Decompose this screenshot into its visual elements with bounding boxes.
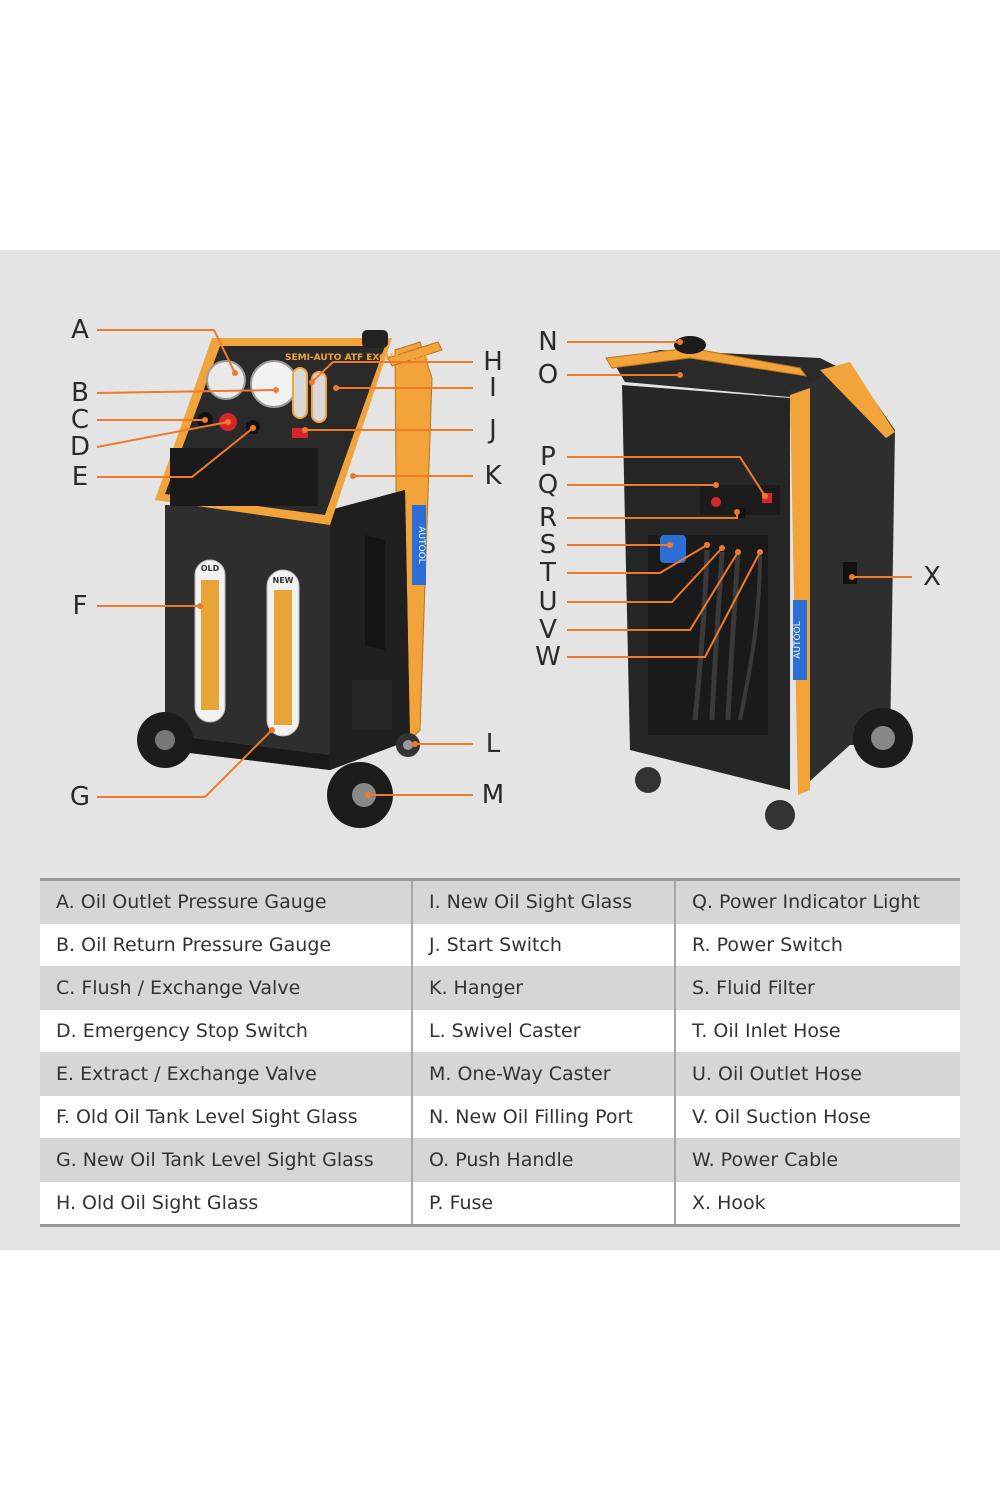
diagram-panel: AUTOOL SEMI-AUTO ATF EXCHANGER OLD (0, 250, 1000, 1250)
legend-cell: P. Fuse (411, 1181, 675, 1226)
console-title: SEMI-AUTO ATF EXCHANGER (285, 353, 428, 363)
outlet-pressure-gauge (206, 360, 246, 400)
new-tank-label: NEW (273, 576, 294, 585)
legend-cell: J. Start Switch (411, 923, 675, 967)
callout-v: V (539, 615, 557, 645)
legend-cell: U. Oil Outlet Hose (674, 1052, 960, 1096)
legend-row: A. Oil Outlet Pressure Gauge I. New Oil … (40, 879, 960, 924)
leader-dots (197, 339, 855, 798)
legend-cell: H. Old Oil Sight Glass (40, 1181, 412, 1226)
callout-d: D (70, 432, 90, 462)
old-tank-label: OLD (201, 564, 220, 573)
callout-letters: A B C D E F G H I J K L M N O P Q R S T … (70, 315, 941, 812)
legend-cell: N. New Oil Filling Port (411, 1095, 675, 1139)
legend-cell: X. Hook (674, 1181, 960, 1226)
callout-e: E (72, 462, 88, 492)
power-switch (735, 508, 745, 518)
legend-row: B. Oil Return Pressure Gauge J. Start Sw… (40, 923, 960, 967)
legend-row: C. Flush / Exchange Valve K. Hanger S. F… (40, 966, 960, 1010)
legend-row: H. Old Oil Sight Glass P. Fuse X. Hook (40, 1181, 960, 1226)
legend-cell: G. New Oil Tank Level Sight Glass (40, 1138, 412, 1182)
legend-cell: B. Oil Return Pressure Gauge (40, 923, 412, 967)
front-view-machine: AUTOOL SEMI-AUTO ATF EXCHANGER OLD (137, 330, 443, 828)
brand-strip (412, 505, 426, 585)
legend-cell: M. One-Way Caster (411, 1052, 675, 1096)
callout-u: U (538, 587, 557, 617)
power-cable (738, 554, 762, 721)
machine-diagram: AUTOOL SEMI-AUTO ATF EXCHANGER OLD (70, 315, 941, 830)
callout-x: X (923, 562, 941, 592)
legend-cell: R. Power Switch (674, 923, 960, 967)
brand-text: AUTOOL (416, 526, 426, 563)
leader-lines (96, 329, 912, 798)
legend-row: G. New Oil Tank Level Sight Glass O. Pus… (40, 1138, 960, 1182)
callout-w: W (535, 642, 561, 672)
legend-cell: V. Oil Suction Hose (674, 1095, 960, 1139)
callout-o: O (538, 360, 558, 390)
legend-cell: L. Swivel Caster (411, 1009, 675, 1053)
legend-cell: T. Oil Inlet Hose (674, 1009, 960, 1053)
old-oil-sight-glass (292, 367, 308, 419)
callout-n: N (538, 327, 557, 357)
callout-t: T (539, 558, 556, 588)
filling-port (674, 336, 706, 354)
callout-s: S (540, 530, 557, 560)
callout-a: A (71, 315, 89, 345)
legend-cell: S. Fluid Filter (674, 966, 960, 1010)
legend-row: D. Emergency Stop Switch L. Swivel Caste… (40, 1009, 960, 1053)
callout-c: C (71, 405, 89, 435)
new-oil-sight-glass (311, 371, 327, 423)
fluid-filter (660, 535, 686, 563)
instruction-label (170, 448, 318, 506)
legend-table: A. Oil Outlet Pressure Gauge I. New Oil … (40, 878, 960, 1227)
callout-r: R (539, 503, 557, 533)
callout-l: L (486, 729, 501, 759)
callout-b: B (71, 378, 89, 408)
rear-caster-left (635, 767, 661, 793)
legend-row: F. Old Oil Tank Level Sight Glass N. New… (40, 1095, 960, 1139)
callout-g: G (70, 782, 90, 812)
legend-cell: C. Flush / Exchange Valve (40, 966, 412, 1010)
callout-k: K (484, 461, 502, 491)
return-pressure-gauge (250, 360, 298, 408)
rear-view-machine: AUTOOL (605, 336, 913, 830)
hook (843, 562, 857, 584)
callout-q: Q (538, 470, 558, 500)
callout-j: J (487, 415, 497, 445)
legend-cell: E. Extract / Exchange Valve (40, 1052, 412, 1096)
callout-i: I (489, 373, 497, 403)
callout-m: M (482, 780, 504, 810)
legend-cell: I. New Oil Sight Glass (411, 879, 675, 924)
callout-h: H (483, 347, 503, 377)
legend-cell: K. Hanger (411, 966, 675, 1010)
callout-f: F (73, 591, 88, 621)
oil-suction-hose (725, 551, 741, 721)
rear-brand-text: AUTOOL (793, 621, 803, 658)
callout-p: P (540, 442, 556, 472)
legend-cell: O. Push Handle (411, 1138, 675, 1182)
legend-row: E. Extract / Exchange Valve M. One-Way C… (40, 1052, 960, 1096)
legend-cell: F. Old Oil Tank Level Sight Glass (40, 1095, 412, 1139)
legend-cell: W. Power Cable (674, 1138, 960, 1182)
oil-outlet-hose (709, 551, 725, 721)
start-switch (292, 428, 308, 438)
legend-cell: Q. Power Indicator Light (674, 879, 960, 924)
rear-caster-right (765, 800, 795, 830)
hanger (365, 535, 385, 650)
legend-cell: D. Emergency Stop Switch (40, 1009, 412, 1053)
side-vent (352, 680, 392, 730)
legend-cell: A. Oil Outlet Pressure Gauge (40, 879, 412, 924)
power-indicator (711, 497, 721, 507)
oil-inlet-hose (692, 549, 710, 721)
